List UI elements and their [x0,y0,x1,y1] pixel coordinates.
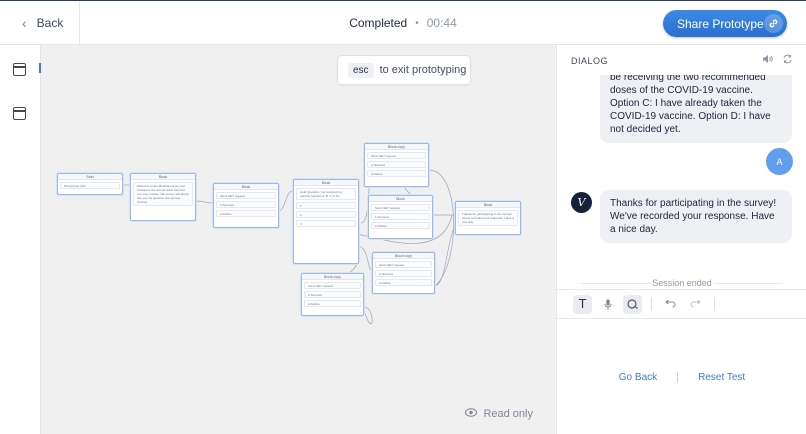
esc-key-badge: esc [348,62,374,78]
block-option: 3 [296,220,356,227]
block-title: Block copy [365,144,428,150]
block-failure: ● Failure [216,210,276,217]
footer-divider [677,372,679,383]
bot-avatar: V [571,192,592,213]
read-only-indicator: Read only [465,408,533,420]
active-indicator [39,63,41,73]
block-failure: ● Failure [375,279,432,286]
back-label: Back [36,16,64,30]
go-back-link[interactable]: Go Back [618,372,658,383]
block-step: Prompt use intro [60,182,120,189]
user-avatar: A [766,148,793,175]
block-step: Thanks for participating in the survey! … [458,210,518,226]
left-rail [0,45,41,434]
block-title: Block [456,202,520,208]
undo-icon[interactable] [661,295,680,314]
block-title: Block copy [302,274,363,280]
canvas-view-icon[interactable] [13,63,26,76]
top-bar: ‹ Back Completed • 00:44 Share Prototype [0,0,806,45]
redo-icon[interactable] [686,295,705,314]
flow-block-copy-top[interactable]: Block copy Send GET request ● Success ● … [364,143,429,187]
block-title: Block [131,174,195,180]
flow-block-copy-bottom[interactable]: Block copy Send GET request ● Success ● … [301,273,364,316]
block-success: ● Success [216,201,276,208]
microphone-icon[interactable] [598,295,617,314]
flow-block-question[interactable]: Block Hold Question: I've received my va… [293,179,359,264]
text-mode-icon[interactable]: T [573,294,592,314]
chevron-left-icon: ‹ [22,15,27,31]
reset-test-link[interactable]: Reset Test [698,372,746,383]
speaker-icon[interactable] [762,54,773,67]
flow-block-thanks[interactable]: Block Thanks for participating in the su… [455,201,521,235]
flow-block-request-1[interactable]: Block Send GET request ● Success ● Failu… [213,183,279,228]
flow-block-welcome[interactable]: Block Welcome to the Medtrak survey tool… [130,173,196,221]
block-title: Start [58,174,122,180]
session-ended-label: Session ended [571,278,793,288]
block-failure: ● Failure [371,222,430,229]
flow-block-request-2[interactable]: Block Send GET request ● Success ● Failu… [368,195,433,239]
buttons-mode-icon[interactable] [623,294,642,314]
input-toolbar: T [557,289,806,319]
exit-hint-text: to exit prototyping [379,64,467,76]
flow-block-copy-mid[interactable]: Block copy Send GET request ● Success ● … [372,252,435,294]
prototype-canvas[interactable]: Start Prompt use intro Block Welcome to … [41,45,556,434]
block-step: Send GET request [371,204,430,211]
dialog-transcript[interactable]: be receiving the two recommended doses o… [557,75,806,290]
status-separator: • [415,17,419,29]
read-only-label: Read only [483,408,533,420]
toolbar-divider [651,297,652,311]
block-failure: ● Failure [304,300,361,307]
block-success: ● Success [371,213,430,220]
block-success: ● Success [304,291,361,298]
block-step: Send GET request [216,192,276,199]
block-title: Block [214,184,278,190]
block-failure: ● Failure [367,170,426,177]
status-text: Completed [349,16,408,30]
dialog-panel: DIALOG be receiving the two recommended … [556,45,806,434]
eye-icon [465,408,478,420]
block-title: Block copy [373,253,434,259]
bot-message-thanks: Thanks for participating in the survey! … [600,190,792,243]
status-timer: 00:44 [426,16,457,30]
back-button[interactable]: ‹ Back [0,1,80,45]
exit-prototyping-hint: esc to exit prototyping [337,55,471,85]
dialog-title: DIALOG [571,56,609,66]
block-title: Block [294,180,358,186]
block-option: 2 [296,211,356,218]
block-step: Hold Question: I've received my vaccine … [296,188,356,200]
toolbar-divider [714,297,715,311]
restart-icon[interactable] [782,54,793,67]
block-title: Block [369,196,432,202]
share-prototype-button[interactable]: Share Prototype [663,10,787,37]
dialog-actions [762,54,793,67]
share-label: Share Prototype [677,16,764,31]
transcripts-icon[interactable] [13,107,26,120]
flow-block-start[interactable]: Start Prompt use intro [57,173,123,195]
block-success: ● Success [367,161,426,168]
block-step: Send GET request [367,152,426,159]
block-option: 1 [296,202,356,209]
block-step: Send GET request [375,261,432,268]
block-success: ● Success [375,270,432,277]
dialog-footer: Go Back Reset Test [557,372,806,383]
block-step: Welcome to the Medtrak survey tool. Inst… [133,182,193,206]
bot-message-previous: be receiving the two recommended doses o… [600,75,792,143]
link-icon [764,14,783,33]
block-step: Send GET request [304,282,361,289]
